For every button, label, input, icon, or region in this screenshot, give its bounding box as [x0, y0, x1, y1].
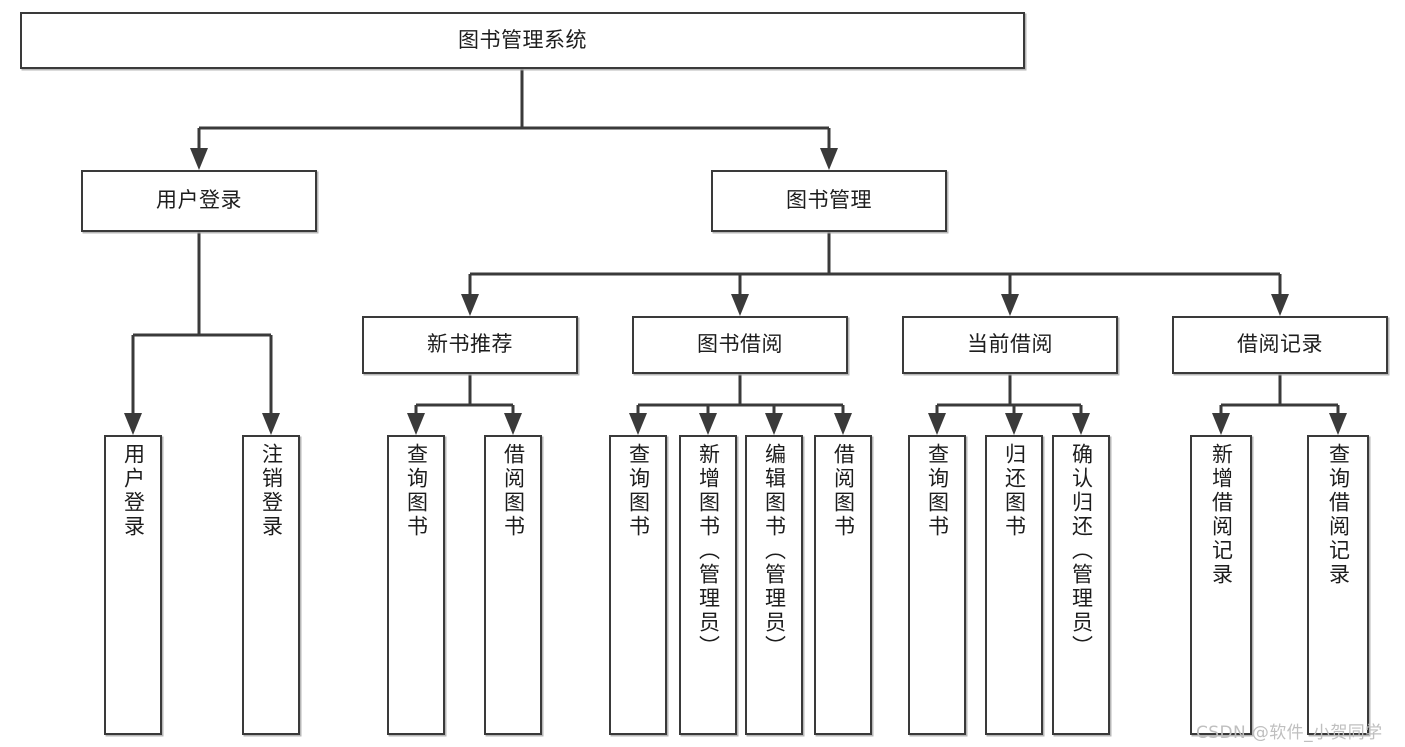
- level2-node-box[interactable]: 借阅记录: [1172, 316, 1388, 374]
- arrow-head-icon: [461, 294, 479, 316]
- leaf-node-label: 查询图书: [626, 443, 651, 539]
- leaf-node-box[interactable]: 注销登录: [242, 435, 300, 735]
- leaf-node-box[interactable]: 编辑图书（管理员）: [745, 435, 803, 735]
- leaf-node-label: 借阅图书: [501, 443, 526, 539]
- arrow-head-icon: [765, 413, 783, 435]
- arrow-head-icon: [124, 413, 142, 435]
- arrow-head-icon: [1001, 294, 1019, 316]
- level1-node-label: 用户登录: [156, 188, 242, 213]
- leaf-node-label: 确认归还（管理员）: [1069, 443, 1094, 659]
- leaf-node-label: 注销登录: [259, 443, 284, 539]
- level1-node-box[interactable]: 用户登录: [81, 170, 317, 232]
- connector-lines: [124, 69, 1347, 435]
- root-node-label: 图书管理系统: [458, 27, 587, 52]
- level1-node-box[interactable]: 图书管理: [711, 170, 947, 232]
- level2-node-box[interactable]: 当前借阅: [902, 316, 1118, 374]
- arrow-head-icon: [820, 148, 838, 170]
- arrow-head-icon: [407, 413, 425, 435]
- arrow-head-icon: [1072, 413, 1090, 435]
- leaf-node-label: 新增图书（管理员）: [696, 443, 721, 659]
- leaf-node-box[interactable]: 用户登录: [104, 435, 162, 735]
- arrow-head-icon: [699, 413, 717, 435]
- arrow-head-icon: [504, 413, 522, 435]
- leaf-node-box[interactable]: 借阅图书: [814, 435, 872, 735]
- leaf-node-box[interactable]: 查询借阅记录: [1307, 435, 1369, 735]
- leaf-node-label: 编辑图书（管理员）: [762, 443, 787, 659]
- arrow-head-icon: [834, 413, 852, 435]
- level2-node-box[interactable]: 图书借阅: [632, 316, 848, 374]
- level2-node-label: 新书推荐: [427, 332, 513, 357]
- leaf-node-label: 查询图书: [404, 443, 429, 539]
- arrow-head-icon: [262, 413, 280, 435]
- leaf-node-box[interactable]: 查询图书: [609, 435, 667, 735]
- arrow-head-icon: [629, 413, 647, 435]
- leaf-node-box[interactable]: 借阅图书: [484, 435, 542, 735]
- level2-node-label: 当前借阅: [967, 332, 1053, 357]
- arrow-head-icon: [190, 148, 208, 170]
- leaf-node-box[interactable]: 查询图书: [387, 435, 445, 735]
- level2-node-box[interactable]: 新书推荐: [362, 316, 578, 374]
- leaf-node-label: 查询借阅记录: [1326, 443, 1351, 587]
- arrow-head-icon: [1212, 413, 1230, 435]
- level2-node-label: 图书借阅: [697, 332, 783, 357]
- leaf-node-label: 新增借阅记录: [1209, 443, 1234, 587]
- leaf-node-box[interactable]: 新增借阅记录: [1190, 435, 1252, 735]
- arrow-head-icon: [1271, 294, 1289, 316]
- root-node-box[interactable]: 图书管理系统: [20, 12, 1025, 69]
- level2-node-label: 借阅记录: [1237, 332, 1323, 357]
- leaf-node-box[interactable]: 新增图书（管理员）: [679, 435, 737, 735]
- arrow-head-icon: [1005, 413, 1023, 435]
- leaf-node-label: 归还图书: [1002, 443, 1027, 539]
- leaf-node-label: 查询图书: [925, 443, 950, 539]
- arrow-head-icon: [731, 294, 749, 316]
- leaf-node-box[interactable]: 确认归还（管理员）: [1052, 435, 1110, 735]
- leaf-node-box[interactable]: 查询图书: [908, 435, 966, 735]
- leaf-node-label: 借阅图书: [831, 443, 856, 539]
- level1-node-label: 图书管理: [786, 188, 872, 213]
- leaf-node-label: 用户登录: [121, 443, 146, 539]
- arrow-head-icon: [1329, 413, 1347, 435]
- leaf-node-box[interactable]: 归还图书: [985, 435, 1043, 735]
- arrow-head-icon: [928, 413, 946, 435]
